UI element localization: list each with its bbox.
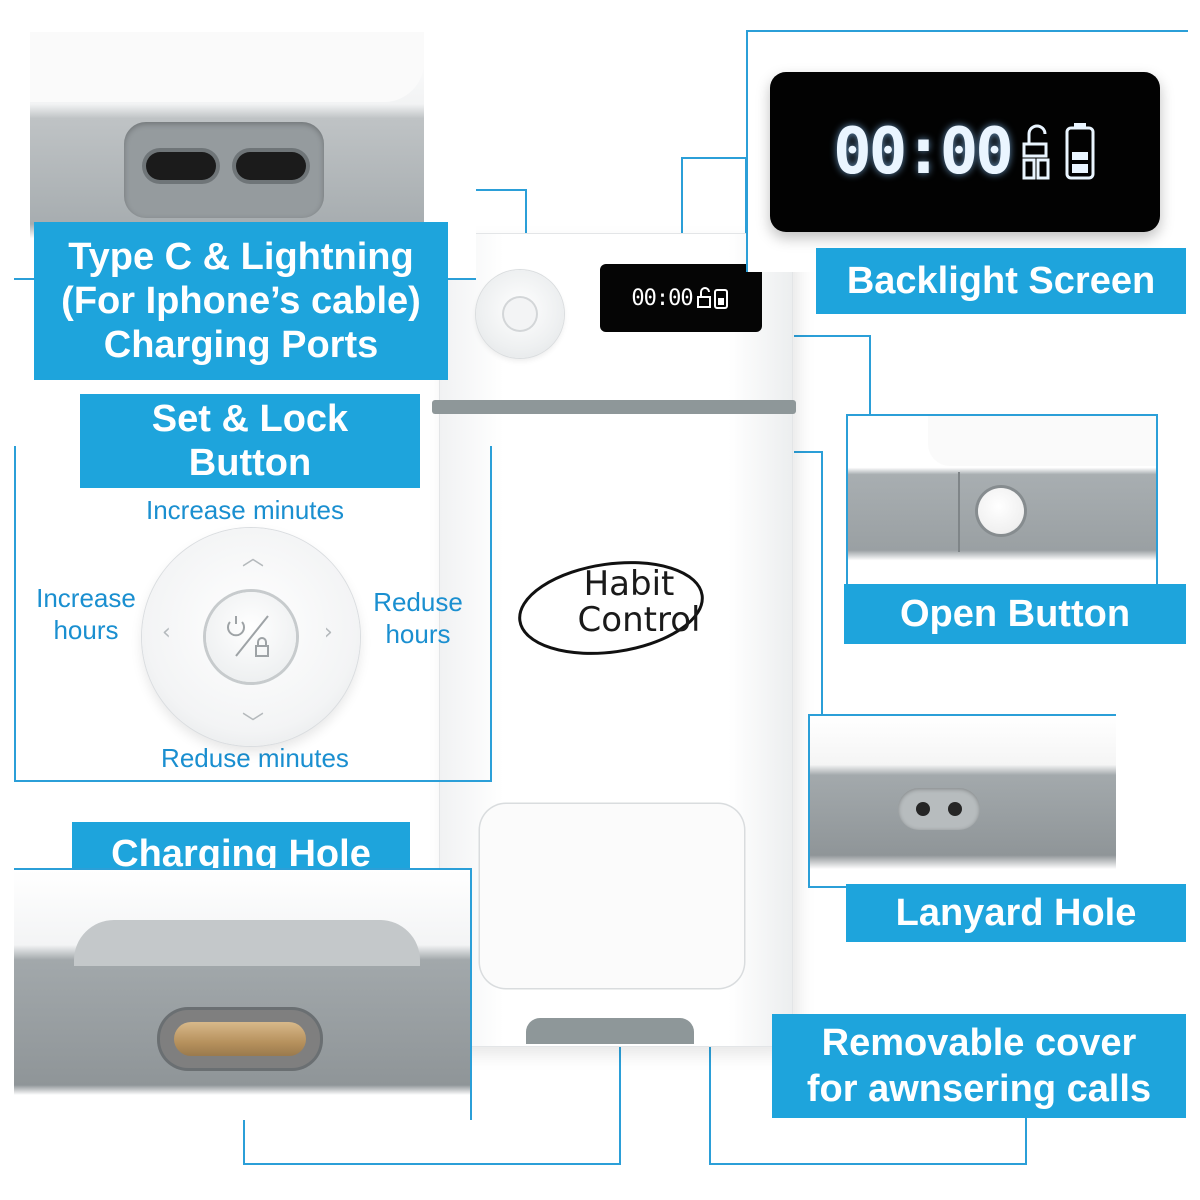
label-charging-ports-line2: (For Iphone’s cable) [61, 280, 421, 322]
brand-word-1: Habit [583, 564, 675, 604]
charging-hole-inset [14, 868, 472, 1120]
charging-hole-port [160, 1010, 320, 1068]
label-removable-cover-line1: Removable cover [821, 1022, 1137, 1064]
backlight-screen-inset: 00:00 [746, 30, 1188, 272]
backlight-screen: 00:00 [770, 72, 1160, 232]
hint-reduse-hours-line2: hours [385, 619, 451, 649]
port-recess [124, 122, 324, 218]
button-diagram-frame [14, 446, 492, 782]
hint-increase-hours-line2: hours [53, 615, 119, 645]
battery-icon [1065, 123, 1095, 180]
chevron-up-icon[interactable]: ︿ [242, 546, 265, 571]
label-charging-ports-line1: Type C & Lightning [68, 236, 414, 278]
power-icon [227, 615, 269, 657]
habit-control-lockbox: 00:00 Habit Control [432, 234, 796, 1046]
removable-cover[interactable] [480, 804, 744, 988]
label-open-button: Open Button [844, 584, 1186, 644]
chevron-down-icon[interactable]: ﹀ [242, 712, 265, 737]
power-lock-center-button[interactable] [206, 592, 296, 682]
label-lanyard-hole-text: Lanyard Hole [895, 891, 1137, 934]
lock-icon [696, 287, 728, 309]
set-lock-dpad[interactable]: ︿ ﹀ ‹ › [142, 528, 360, 746]
open-button-photo [848, 416, 1156, 584]
label-charging-ports-line3: Charging Ports [103, 324, 379, 366]
chevron-left-icon[interactable]: ‹ [162, 620, 171, 645]
hint-increase-hours-line1: Increase [36, 583, 136, 613]
label-charging-hole-text: Charging Hole [111, 832, 371, 875]
device-display-time: 00:00 [631, 285, 693, 311]
label-backlight-screen-text: Backlight Screen [846, 259, 1156, 302]
power-icon [504, 298, 536, 330]
device-display: 00:00 [600, 264, 762, 332]
label-set-lock-button: Set & Lock Button [80, 394, 420, 488]
label-charging-ports: Type C & Lightning (For Iphone’s cable) … [34, 222, 448, 380]
lightning-port [236, 152, 306, 180]
charging-hole-photo [14, 870, 470, 1120]
label-backlight-screen: Backlight Screen [816, 248, 1186, 314]
open-button-knob[interactable] [978, 488, 1024, 534]
lanyard-hole-photo [810, 716, 1116, 886]
unlock-icon [1022, 124, 1050, 180]
brand-word-2: Control [577, 600, 701, 640]
type-c-port [146, 152, 216, 180]
hint-reduse-hours: Reduse hours [352, 586, 484, 650]
brand-logo: Habit Control [516, 552, 726, 662]
hint-reduse-minutes: Reduse minutes [161, 743, 349, 773]
label-set-lock-line2: Button [188, 442, 312, 484]
label-removable-cover: Removable cover for awnsering calls [772, 1014, 1186, 1118]
label-removable-cover-line2: for awnsering calls [806, 1068, 1152, 1110]
screen-time: 00:00 [833, 115, 1014, 189]
lanyard-hole [898, 788, 980, 830]
lid-seam [432, 400, 796, 414]
label-lanyard-hole: Lanyard Hole [846, 884, 1186, 942]
bottom-notch [526, 1018, 694, 1044]
hint-increase-hours: Increase hours [16, 582, 156, 646]
open-button-inset [846, 414, 1158, 586]
chevron-right-icon[interactable]: › [324, 620, 333, 645]
label-open-button-text: Open Button [899, 592, 1131, 635]
lanyard-hole-inset [808, 714, 1116, 888]
hint-reduse-hours-line1: Reduse [373, 587, 463, 617]
hint-increase-minutes: Increase minutes [146, 495, 344, 525]
set-lock-button[interactable] [476, 270, 564, 358]
label-set-lock-line1: Set & Lock [151, 398, 349, 440]
